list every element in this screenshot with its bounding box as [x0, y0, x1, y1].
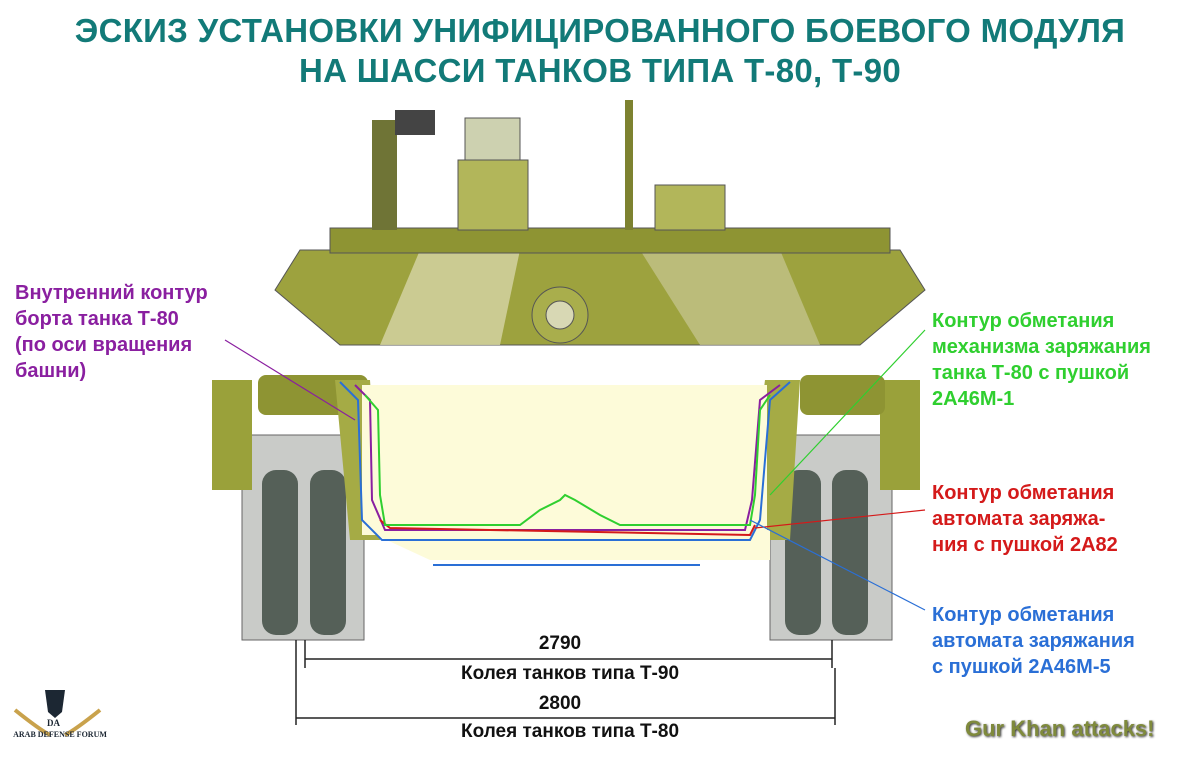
label-line: Внутренний контур	[15, 282, 208, 304]
label-line: борта танка Т-80	[15, 308, 179, 330]
label-line: автомата заряжания	[932, 630, 1135, 652]
t80-track-value: 2800	[538, 693, 582, 714]
hull-interior	[362, 385, 767, 535]
label-line: 2А46М-1	[932, 388, 1015, 410]
forum-logo-mark: DA	[47, 718, 60, 728]
dimension-t90	[304, 640, 833, 668]
t80-track-caption: Колея танков типа Т-80	[460, 721, 680, 742]
label-line: Контур обметания	[932, 310, 1115, 332]
forum-logo	[13, 690, 102, 737]
t90-track-caption: Колея танков типа Т-90	[460, 663, 680, 684]
forum-watermark: ARAB DEFENSE FORUM	[13, 730, 107, 739]
green-contour	[364, 394, 771, 526]
t90-track-value: 2790	[538, 633, 582, 654]
label-line: танка Т-80 с пушкой	[932, 362, 1130, 384]
label-line: механизма заряжания	[932, 336, 1151, 358]
green-contour-label: Контур обметания механизма заряжания тан…	[932, 308, 1151, 412]
title-line-1: ЭСКИЗ УСТАНОВКИ УНИФИЦИРОВАННОГО БОЕВОГО…	[74, 12, 1126, 49]
turret	[274, 100, 926, 346]
red-contour-label: Контур обметания автомата заряжа- ния с …	[932, 480, 1118, 558]
blue-contour-label: Контур обметания автомата заряжания с пу…	[932, 602, 1135, 680]
label-line: (по оси вращения	[15, 334, 193, 356]
left-track	[212, 380, 365, 641]
dimension-t80	[295, 640, 836, 725]
label-line: с пушкой 2А46М-5	[932, 656, 1111, 678]
author-watermark: Gur Khan attacks!	[965, 716, 1155, 741]
label-line: башни)	[15, 360, 87, 382]
label-line: Контур обметания	[932, 604, 1115, 626]
label-line: Контур обметания	[932, 482, 1115, 504]
right-track	[769, 380, 920, 641]
blue-contour	[339, 381, 791, 541]
label-line: ния с пушкой 2А82	[932, 534, 1118, 556]
inner-contour-label: Внутренний контур борта танка Т-80 (по о…	[15, 280, 208, 384]
title-line-2: НА ШАССИ ТАНКОВ ТИПА Т-80, Т-90	[298, 52, 902, 89]
right-fender	[800, 375, 885, 415]
label-line: автомата заряжа-	[932, 508, 1106, 530]
